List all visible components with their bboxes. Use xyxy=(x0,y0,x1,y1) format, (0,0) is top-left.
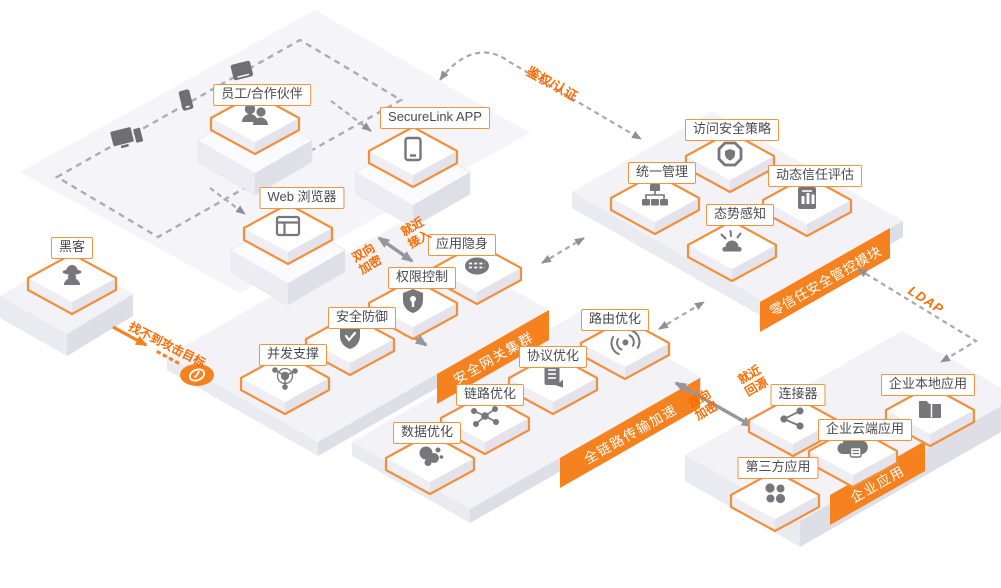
label-route: 路由优化 xyxy=(580,309,650,331)
label-permission: 权限控制 xyxy=(387,267,457,289)
hacker-icon xyxy=(62,265,82,285)
permission-icon xyxy=(403,289,423,313)
auth-arrow xyxy=(439,51,642,140)
gateway-banner xyxy=(437,310,549,404)
browser-icon xyxy=(275,215,301,237)
label-policy: 访问安全策略 xyxy=(684,119,780,141)
acceleration-enterprise-arrow xyxy=(674,381,754,428)
label-link: 链路优化 xyxy=(455,384,525,406)
loop-arrow-to-web xyxy=(209,187,246,215)
label-securelink: SecureLink APP xyxy=(380,107,490,129)
folder-icon xyxy=(919,401,941,418)
tablet-icon xyxy=(230,60,254,81)
molecule-icon xyxy=(471,406,499,427)
siren-icon xyxy=(720,230,742,252)
label-unified: 统一管理 xyxy=(627,162,697,184)
clover-apps-icon xyxy=(765,483,786,504)
hub-network-icon xyxy=(272,367,298,390)
acceleration-banner xyxy=(560,378,700,488)
label-local-app: 企业本地应用 xyxy=(880,374,976,396)
label-awareness: 态势感知 xyxy=(705,204,775,226)
signal-icon xyxy=(610,329,641,356)
label-connector: 连接器 xyxy=(770,384,826,406)
data-blob-icon xyxy=(419,446,444,466)
people-icon xyxy=(242,103,268,125)
shield-check-icon xyxy=(340,325,360,349)
label-data: 数据优化 xyxy=(392,422,462,444)
zerotrust-banner xyxy=(760,228,890,332)
desktop-icon xyxy=(110,127,143,149)
label-protocol: 协议优化 xyxy=(518,346,588,368)
share-icon xyxy=(780,407,804,430)
org-chart-icon xyxy=(642,184,668,206)
policy-badge-icon xyxy=(717,141,743,167)
ldap-arrow xyxy=(857,268,979,363)
client-network-loop xyxy=(54,38,404,239)
label-defense: 安全防御 xyxy=(327,307,397,329)
report-chart-icon xyxy=(798,187,816,209)
label-hacker: 黑客 xyxy=(50,237,94,259)
label-trust: 动态信任评估 xyxy=(767,165,863,187)
client-gateway-arrow xyxy=(377,236,414,263)
smartphone-icon xyxy=(178,89,194,111)
label-concurrency: 并发支撑 xyxy=(258,344,328,366)
label-thirdparty: 第三方应用 xyxy=(737,457,819,479)
label-stealth: 应用隐身 xyxy=(427,234,497,256)
label-web-browser: Web 浏览器 xyxy=(259,187,345,209)
label-cloud-app: 企业云端应用 xyxy=(817,419,913,441)
document-icon xyxy=(544,365,563,388)
attack-blocked-icon xyxy=(180,364,214,386)
enterprise-banner xyxy=(830,441,925,525)
zerotrust-gateway-arrow xyxy=(541,237,585,264)
stealth-icon xyxy=(465,257,489,275)
zerotrust-acceleration-arrow xyxy=(658,301,705,330)
attack-arrow xyxy=(112,325,184,367)
label-employees: 员工/合作伙伴 xyxy=(213,84,311,106)
mobile-app-icon xyxy=(404,136,422,162)
